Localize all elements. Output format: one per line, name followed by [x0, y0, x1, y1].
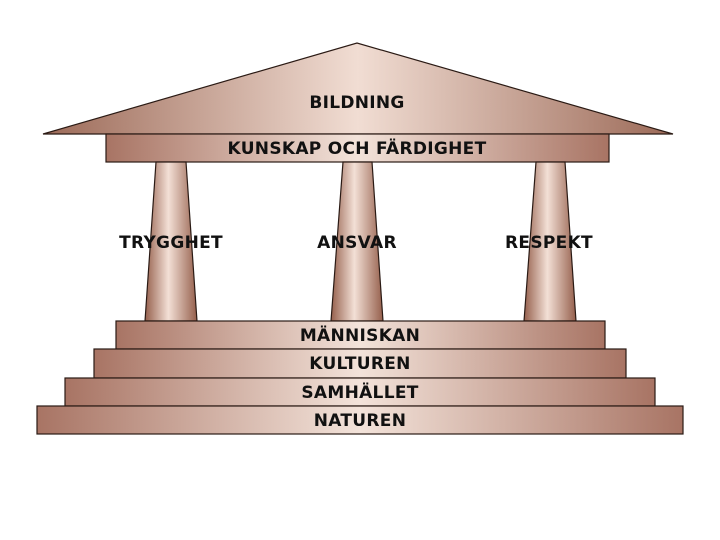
step-label-naturen: NATUREN: [314, 411, 407, 431]
roof-label: BILDNING: [309, 93, 404, 113]
beam: [105, 133, 610, 163]
step-kulturen: [93, 348, 627, 379]
step-label-manniskan: MÄNNISKAN: [300, 324, 420, 346]
pillar-label-respekt: RESPEKT: [505, 233, 593, 253]
pillar-label-trygghet: TRYGGHET: [119, 233, 223, 253]
step-samhallet: [64, 377, 656, 407]
step-label-samhallet: SAMHÄLLET: [301, 381, 418, 403]
step-naturen: [36, 405, 684, 435]
pillar-label-ansvar: ANSVAR: [317, 233, 397, 253]
step-label-kulturen: KULTUREN: [309, 354, 410, 374]
beam-label: KUNSKAP OCH FÄRDIGHET: [228, 137, 487, 159]
roof: [42, 42, 674, 135]
